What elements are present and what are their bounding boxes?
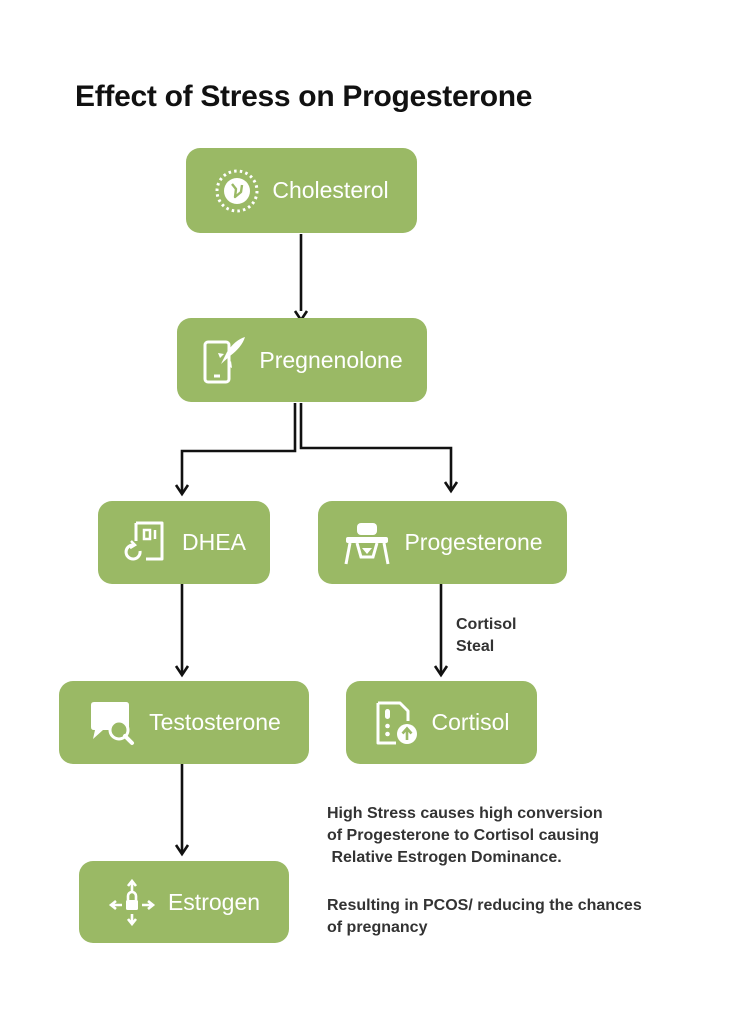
chat-search-icon [87,699,137,747]
node-label-testosterone: Testosterone [149,709,281,735]
node-cortisol: Cortisol [346,681,537,764]
arrow-pregnenolone-dhea [180,403,297,494]
lock-arrows-icon [108,878,156,926]
node-label-cholesterol: Cholesterol [272,177,389,203]
stress-effect-note: High Stress causes high conversion of Pr… [327,805,603,866]
node-label-cortisol: Cortisol [431,709,510,735]
node-testosterone: Testosterone [59,681,309,764]
node-progesterone: Progesterone [318,501,567,584]
node-label-dhea: DHEA [182,529,246,555]
highchair-icon [342,520,392,566]
cholesterol-molecule-icon [214,168,260,214]
phone-rocket-icon [201,334,247,386]
node-label-estrogen: Estrogen [167,888,261,915]
document-upload-icon [374,699,420,747]
node-estrogen: Estrogen [79,861,289,943]
node-label-progesterone: Progesterone [404,529,543,555]
result-note: Resulting in PCOS/ reducing the chances … [327,897,642,936]
cortisol-steal-label: Cortisol Steal [456,616,517,655]
node-dhea: DHEA [98,501,270,584]
arrow-pregnenolone-progesterone [299,403,453,491]
node-pregnenolone: Pregnenolone [177,318,427,402]
diagram-title: Effect of Stress on Progesterone [75,80,533,113]
node-cholesterol: Cholesterol [186,148,417,233]
node-label-pregnenolone: Pregnenolone [259,346,403,373]
document-refresh-icon [122,519,170,567]
